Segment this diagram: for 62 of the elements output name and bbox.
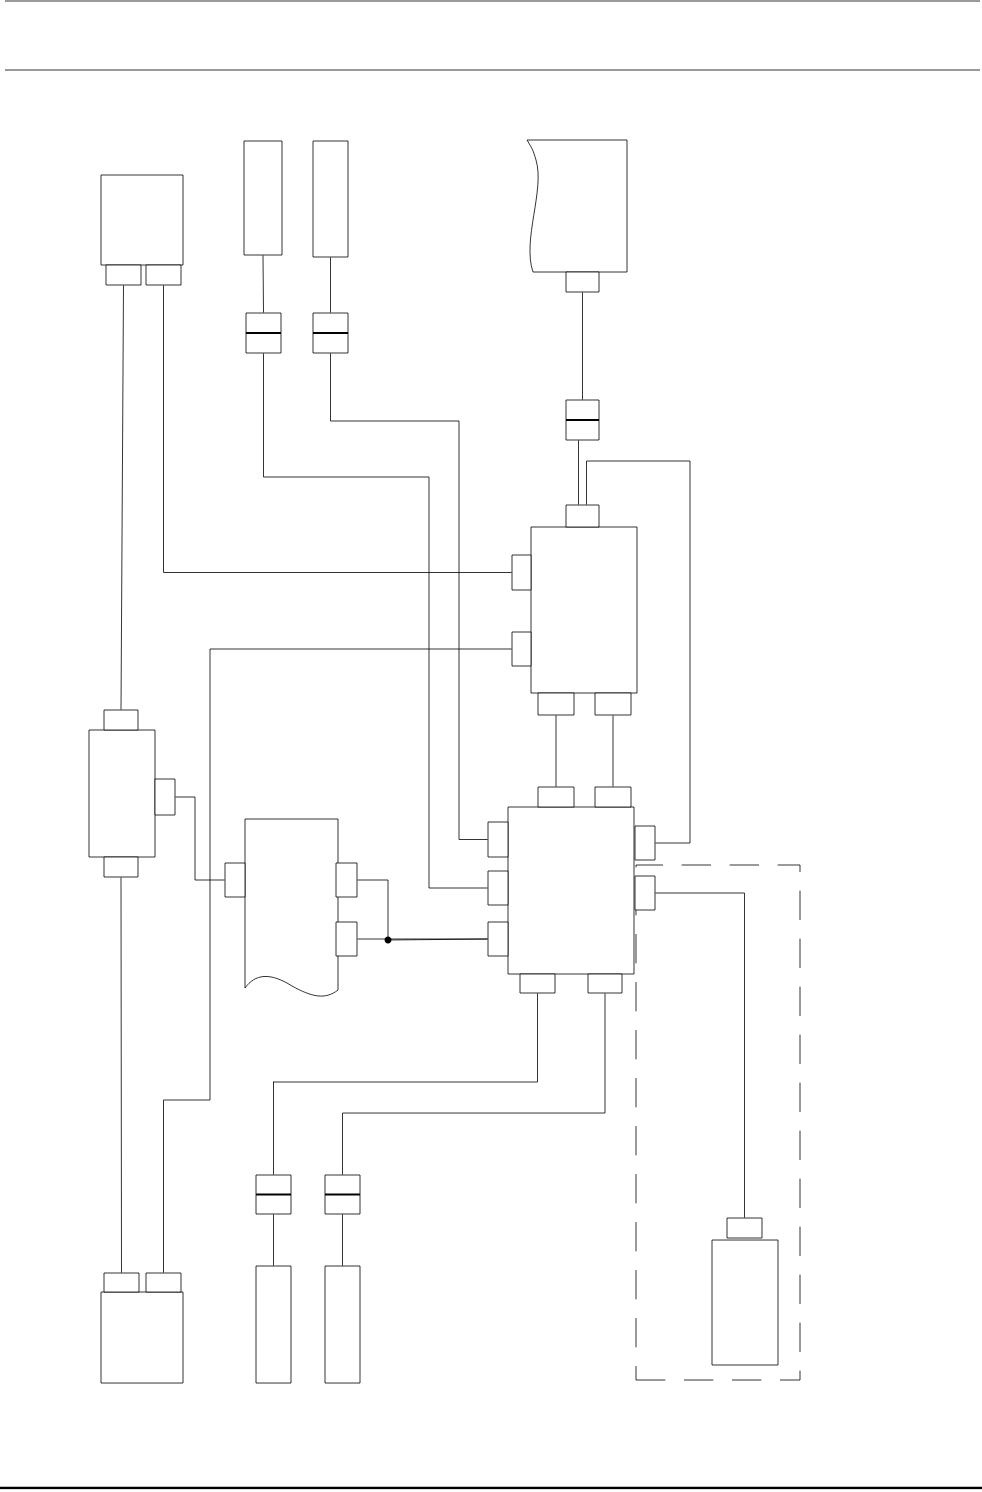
connector-box (487, 821, 509, 858)
connector-box (511, 554, 532, 591)
connector-box (105, 264, 142, 286)
cable-line (120, 877, 122, 1273)
device-box (324, 1265, 361, 1384)
inline-connector (565, 399, 600, 441)
connector-box (594, 692, 632, 716)
connector-box (103, 856, 139, 878)
connector-box (335, 862, 358, 898)
connector-box (154, 778, 176, 816)
cable-line (272, 993, 538, 1175)
inline-connector (245, 312, 282, 354)
connector-box (487, 870, 509, 906)
device-box (243, 140, 283, 256)
cable-line (586, 460, 691, 844)
cable-line (330, 353, 488, 840)
connector-box (103, 1272, 140, 1293)
device-box (244, 818, 339, 997)
connector-box (537, 786, 575, 808)
cable-line (273, 1214, 274, 1266)
device-box (507, 806, 635, 975)
connector-box (565, 504, 600, 528)
device-box (100, 1291, 184, 1384)
device-box (530, 526, 638, 694)
device-box (526, 139, 628, 273)
connector-box (594, 786, 632, 808)
connector-box (726, 1217, 763, 1239)
inline-connector (312, 312, 349, 354)
connector-box (145, 1272, 182, 1293)
cable-line (163, 648, 512, 1273)
device-box (255, 1265, 292, 1384)
cable-line (578, 440, 579, 505)
connector-box (224, 862, 246, 898)
cable-line (263, 353, 488, 889)
connector-box (145, 264, 182, 286)
cable-line (175, 796, 225, 881)
connector-box (634, 875, 656, 911)
cable-line (342, 993, 606, 1175)
device-box (100, 174, 184, 266)
connector-box (565, 271, 600, 293)
cable-line (330, 257, 331, 313)
cable-line (357, 938, 488, 940)
cable-line (342, 1214, 343, 1266)
connector-box (335, 921, 358, 957)
cable-line (612, 715, 614, 787)
connector-box (103, 709, 139, 731)
cable-line (555, 715, 557, 787)
connector-box (511, 631, 532, 667)
connector-box (537, 692, 575, 716)
inline-connector (324, 1174, 361, 1215)
cable-line (262, 255, 264, 313)
cable-line (655, 892, 745, 1218)
dashed-enclosure (635, 864, 801, 1381)
connector-box (587, 973, 623, 994)
cable-line (120, 285, 124, 710)
cable-line (582, 292, 583, 400)
connector-box (519, 973, 556, 994)
device-box (312, 140, 349, 258)
inline-connector (255, 1174, 292, 1215)
cable-line (163, 285, 512, 573)
connector-box (487, 921, 509, 957)
connector-box (634, 825, 656, 861)
